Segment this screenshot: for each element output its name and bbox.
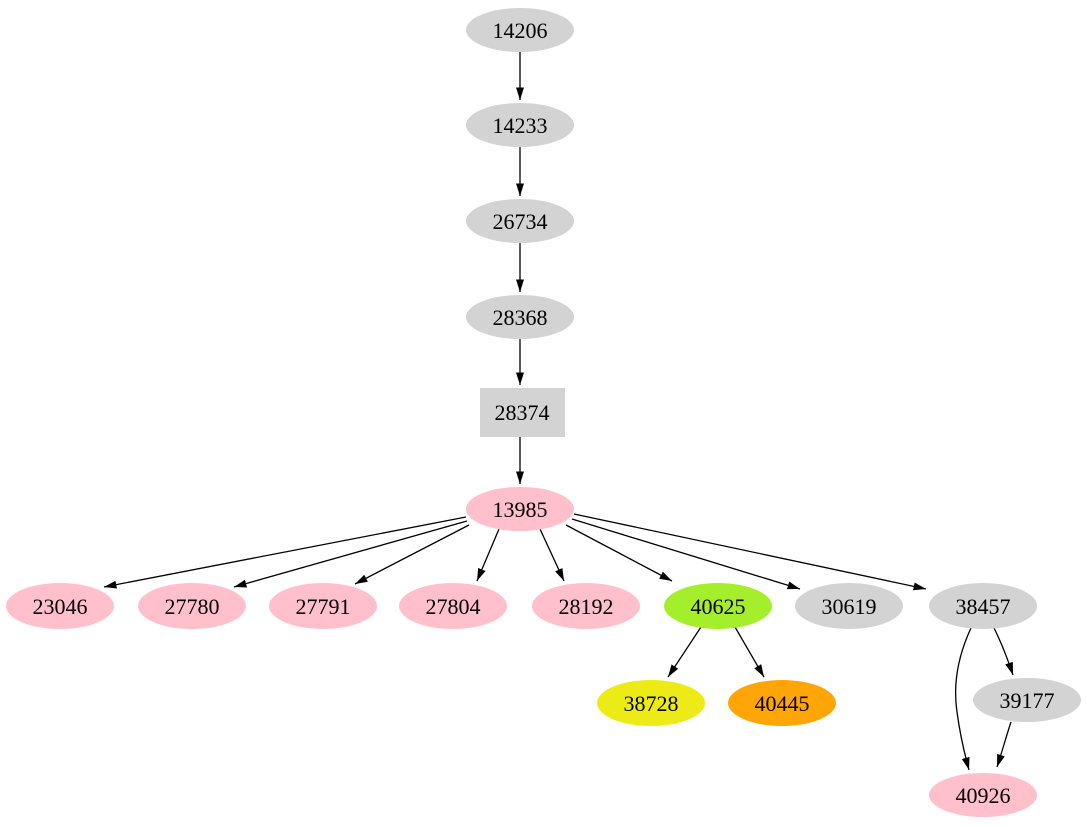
node-14206-label: 14206 [493, 18, 548, 43]
node-27791: 27791 [269, 583, 377, 629]
node-23046-shape [6, 583, 114, 629]
node-39177-label: 39177 [1000, 688, 1055, 713]
node-28374-shape [480, 388, 565, 437]
node-40625-shape [664, 583, 772, 629]
node-23046: 23046 [6, 583, 114, 629]
edge-38457-39177 [993, 627, 1014, 676]
node-23046-label: 23046 [33, 594, 88, 619]
node-39177-shape [973, 678, 1081, 722]
node-38728-label: 38728 [624, 691, 679, 716]
node-13985: 13985 [466, 487, 574, 531]
node-13985-shape [466, 487, 574, 531]
node-27804-label: 27804 [426, 594, 481, 619]
node-38728-shape [597, 680, 705, 726]
edge-13985-23046 [103, 516, 467, 589]
node-27791-shape [269, 583, 377, 629]
node-14206-shape [466, 8, 574, 52]
edge-13985-30619 [571, 518, 801, 590]
edge-13985-27804 [476, 528, 500, 582]
node-40926-label: 40926 [956, 783, 1011, 808]
edge-39177-40926 [996, 721, 1012, 768]
node-30619-shape [795, 583, 903, 629]
edge-13985-40625 [565, 524, 673, 582]
node-14233-shape [466, 103, 574, 147]
node-28192-label: 28192 [559, 594, 614, 619]
node-26734-label: 26734 [493, 209, 548, 234]
node-14206: 14206 [466, 8, 574, 52]
node-27804: 27804 [399, 583, 507, 629]
edge-13985-28192 [539, 528, 565, 582]
node-30619: 30619 [795, 583, 903, 629]
node-27804-shape [399, 583, 507, 629]
edge-40625-40445 [734, 626, 765, 678]
edge-layer [103, 52, 1014, 771]
node-40445: 40445 [728, 680, 836, 726]
edge-13985-38457 [573, 513, 927, 591]
node-38457-shape [929, 583, 1037, 629]
node-40926-shape [929, 773, 1037, 817]
node-26734: 26734 [466, 199, 574, 243]
node-27780-label: 27780 [165, 594, 220, 619]
node-38457: 38457 [929, 583, 1037, 629]
node-28192: 28192 [532, 583, 640, 629]
node-40625-label: 40625 [691, 594, 746, 619]
node-28374-label: 28374 [495, 400, 550, 425]
node-40625: 40625 [664, 583, 772, 629]
node-38457-label: 38457 [956, 594, 1011, 619]
node-40445-shape [728, 680, 836, 726]
node-26734-shape [466, 199, 574, 243]
edge-13985-27791 [354, 524, 470, 585]
node-40445-label: 40445 [755, 691, 810, 716]
node-30619-label: 30619 [822, 594, 877, 619]
node-40926: 40926 [929, 773, 1037, 817]
node-39177: 39177 [973, 678, 1081, 722]
node-14233-label: 14233 [493, 113, 548, 138]
node-27780-shape [138, 583, 246, 629]
node-28368: 28368 [466, 295, 574, 339]
node-28368-label: 28368 [493, 305, 548, 330]
node-28192-shape [532, 583, 640, 629]
node-38728: 38728 [597, 680, 705, 726]
edge-38457-40926 [955, 627, 972, 771]
node-13985-label: 13985 [493, 497, 548, 522]
node-27791-label: 27791 [296, 594, 351, 619]
edge-40625-38728 [667, 626, 702, 678]
node-28368-shape [466, 295, 574, 339]
node-27780: 27780 [138, 583, 246, 629]
edge-13985-27780 [233, 520, 468, 588]
node-14233: 14233 [466, 103, 574, 147]
node-layer: 14206 14233 26734 28368 28374 13985 [6, 8, 1081, 817]
node-28374: 28374 [480, 388, 565, 437]
